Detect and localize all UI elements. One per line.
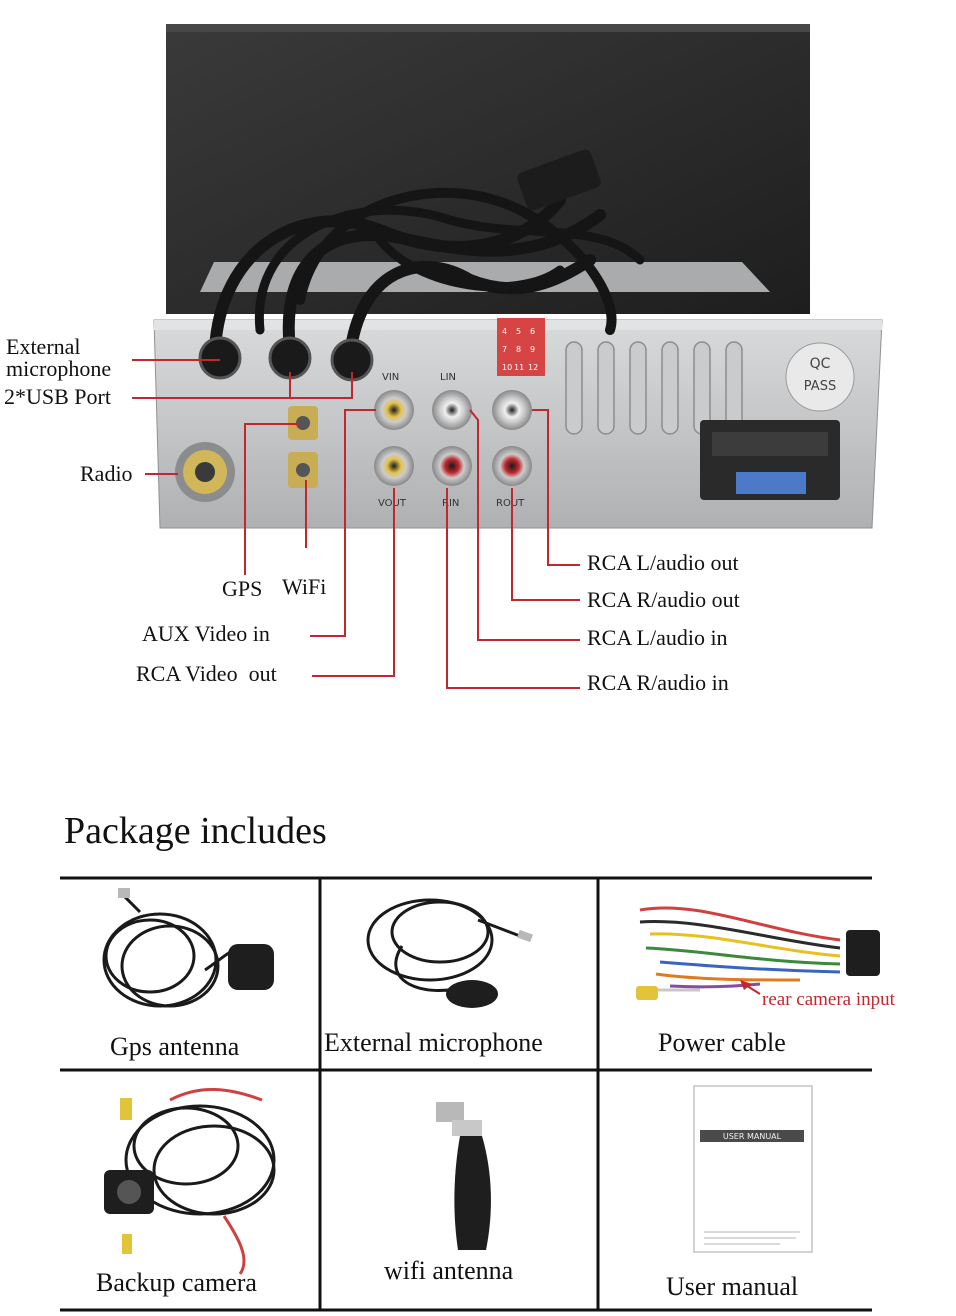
- svg-text:QC: QC: [810, 356, 831, 372]
- item-label-external-microphone: External microphone: [324, 1028, 543, 1057]
- svg-text:PASS: PASS: [804, 379, 836, 394]
- svg-text:VIN: VIN: [382, 372, 399, 383]
- user-manual-image: USER MANUAL: [693, 1085, 813, 1253]
- harness-connector: [700, 420, 840, 500]
- wifi-antenna-image: [436, 1102, 491, 1250]
- svg-text:11: 11: [514, 363, 524, 372]
- svg-text:USER MANUAL: USER MANUAL: [723, 1132, 782, 1141]
- item-label-backup-camera: Backup camera: [96, 1268, 257, 1297]
- label-rca-video-out: RCA Video out: [136, 661, 277, 686]
- backup-camera-image: [124, 1088, 276, 1275]
- gps-wifi-connectors: [288, 406, 318, 488]
- item-label-wifi-antenna: wifi antenna: [384, 1256, 514, 1285]
- label-rca-r-audio-out: RCA R/audio out: [587, 587, 740, 612]
- vent-slots: [565, 341, 743, 435]
- package-heading: Package includes: [64, 810, 327, 852]
- product-diagram: 4 5 6 7 8 9 10 11 12 QC PASS: [4, 24, 883, 695]
- radio-jack: [175, 442, 235, 502]
- rear-camera-input-note: rear camera input: [762, 989, 895, 1010]
- label-wifi: WiFi: [282, 574, 327, 599]
- svg-text:6: 6: [530, 327, 535, 336]
- power-cable-image: [639, 906, 841, 992]
- svg-text:ROUT: ROUT: [496, 498, 525, 509]
- svg-text:VOUT: VOUT: [378, 498, 407, 509]
- gps-antenna-image: [102, 894, 241, 1008]
- svg-text:10: 10: [502, 363, 512, 372]
- usb-plug: [517, 149, 601, 211]
- label-rca-r-audio-in: RCA R/audio in: [587, 670, 729, 695]
- label-external-microphone-1: External: [6, 334, 81, 359]
- microphone-image: [366, 898, 521, 992]
- svg-text:RIN: RIN: [442, 498, 459, 509]
- item-label-gps-antenna: Gps antenna: [110, 1032, 240, 1061]
- callout-lines: [132, 359, 580, 689]
- label-gps: GPS: [222, 576, 263, 601]
- svg-text:7: 7: [502, 345, 507, 354]
- head-unit-illustration: 4 5 6 7 8 9 10 11 12 QC PASS: [132, 24, 883, 689]
- qc-pass-sticker: QC PASS: [785, 342, 855, 412]
- package-grid: USER MANUAL Gps antenna External microph…: [0, 870, 956, 1316]
- svg-text:9: 9: [530, 345, 535, 354]
- label-rca-l-audio-out: RCA L/audio out: [587, 550, 739, 575]
- item-label-user-manual: User manual: [666, 1272, 799, 1301]
- label-aux-video-in: AUX Video in: [142, 621, 270, 646]
- svg-text:12: 12: [528, 363, 538, 372]
- rca-jacks: [374, 390, 532, 486]
- svg-text:4: 4: [502, 327, 507, 336]
- svg-text:8: 8: [516, 345, 521, 354]
- fuse-sticker: 4 5 6 7 8 9 10 11 12: [497, 318, 545, 376]
- item-label-power-cable: Power cable: [658, 1028, 786, 1057]
- svg-text:LIN: LIN: [440, 372, 456, 383]
- package-grid-lines: USER MANUAL: [60, 876, 880, 1312]
- label-radio: Radio: [80, 461, 133, 486]
- label-usb-port: 2*USB Port: [4, 384, 111, 409]
- label-external-microphone-2: microphone: [6, 356, 112, 381]
- svg-text:5: 5: [516, 327, 521, 336]
- round-ports: [198, 336, 374, 382]
- cable-bundle: [209, 187, 645, 361]
- label-rca-l-audio-in: RCA L/audio in: [587, 625, 728, 650]
